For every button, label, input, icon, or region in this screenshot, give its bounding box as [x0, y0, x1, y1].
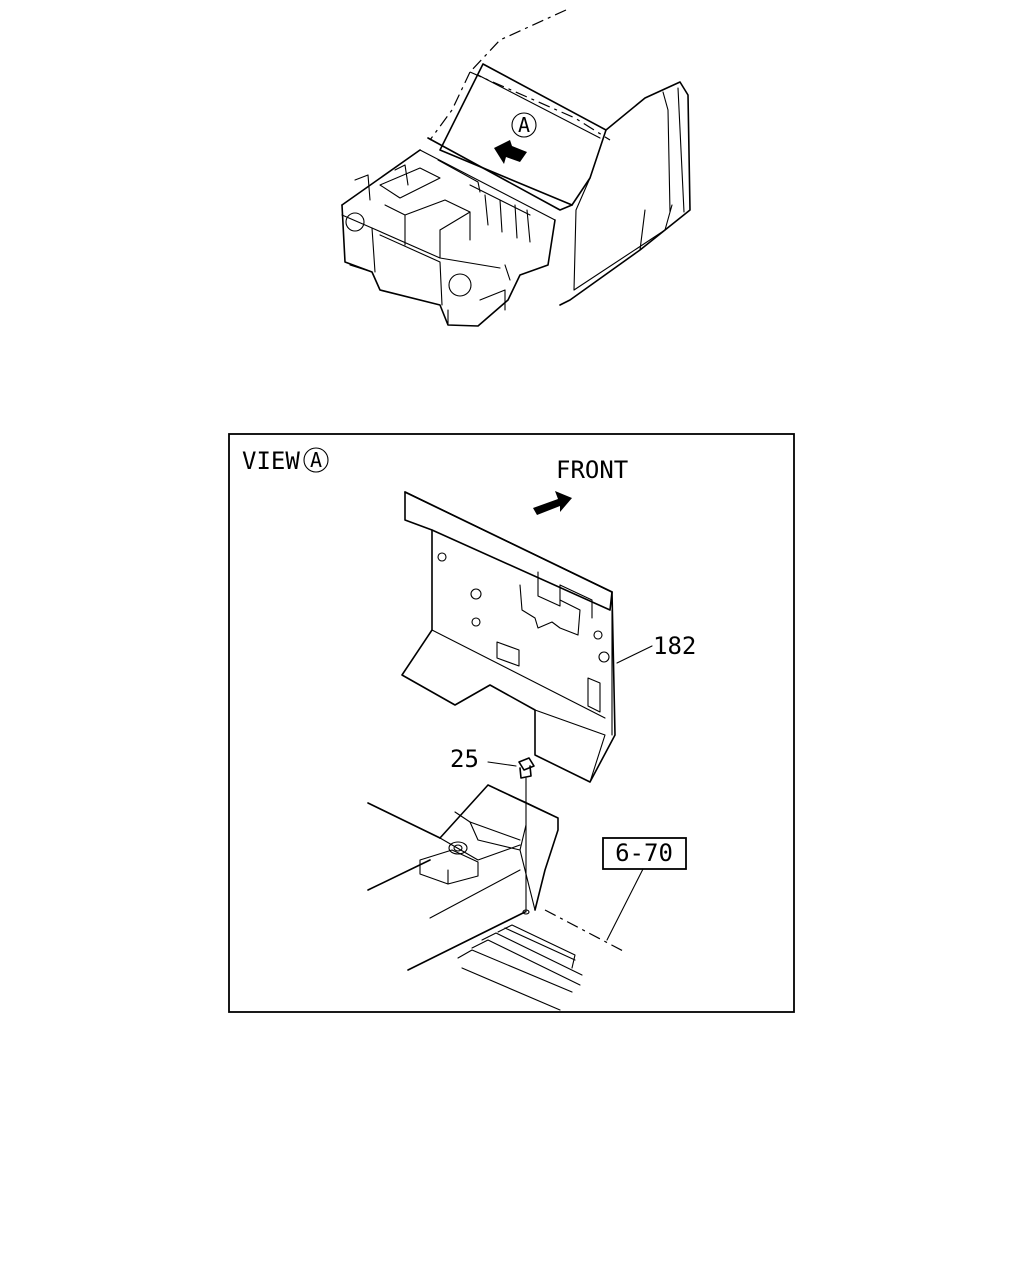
view-title: VIEW: [242, 447, 300, 475]
floor-bracket: [367, 784, 626, 1011]
view-a-marker-overview-label: A: [518, 113, 530, 137]
view-a-marker: [303, 447, 329, 473]
detail-view-frame: [228, 433, 795, 1013]
callout-25: 25: [450, 745, 479, 773]
arrow-icon: [533, 491, 572, 515]
cab-body-overview: A: [341, 9, 691, 327]
front-direction-label: FRONT: [556, 456, 628, 484]
insulator-panel: [401, 491, 616, 783]
reference-box: [602, 837, 687, 870]
view-a-marker-overview: [511, 112, 537, 138]
reference-label: 6-70: [615, 839, 673, 867]
screw-part: [518, 757, 535, 915]
reference-leader: [606, 868, 644, 941]
callout-leader-25: [487, 761, 517, 767]
callout-182: 182: [653, 632, 696, 660]
arrow-icon: [494, 140, 527, 164]
view-a-marker-label: A: [310, 448, 322, 472]
callout-leader-182: [616, 645, 653, 664]
